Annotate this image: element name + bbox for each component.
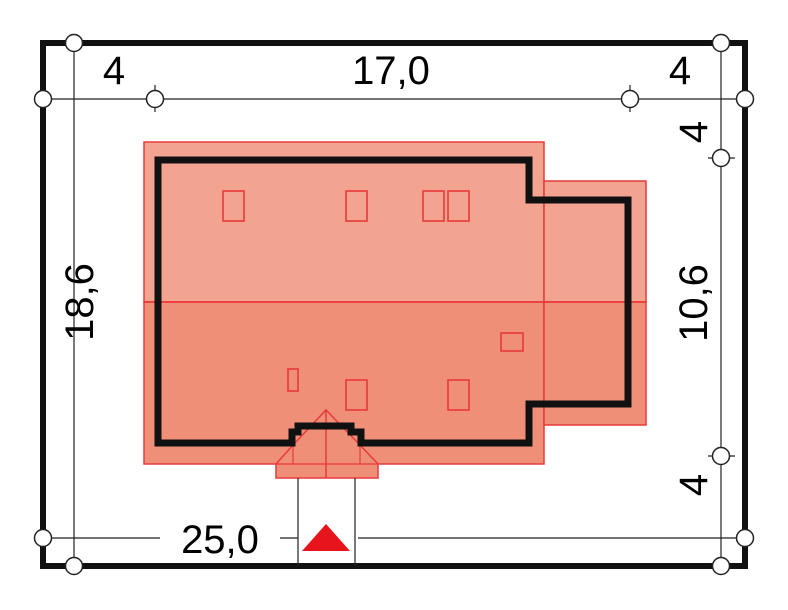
marker-circle [735, 528, 755, 548]
marker-circle [33, 89, 53, 109]
entrance-arrow-icon [302, 524, 350, 551]
dim-left-total: 18,6 [58, 263, 102, 341]
marker-circle [711, 33, 731, 53]
entrance-canopy [275, 408, 379, 479]
dim-right-middle: 10,6 [672, 264, 716, 342]
marker-circle [33, 528, 53, 548]
roof [143, 141, 647, 479]
roof-window [287, 368, 299, 392]
driveway [297, 478, 356, 566]
roof-window [222, 190, 245, 222]
dim-top-right: 4 [669, 49, 691, 93]
grid-markers [33, 33, 755, 576]
marker-circle [145, 89, 165, 109]
dim-bottom-total: 25,0 [181, 518, 259, 562]
marker-circle [64, 556, 84, 576]
marker-circle [620, 89, 640, 109]
building-outline [154, 156, 632, 447]
roof-window [345, 379, 368, 411]
marker-circle [711, 148, 731, 168]
dim-top-left: 4 [103, 49, 125, 93]
plot-border [40, 40, 748, 569]
dim-top-middle: 17,0 [352, 49, 430, 93]
marker-circle [735, 89, 755, 109]
roof-window [422, 190, 445, 222]
roof-window [345, 190, 368, 222]
dim-right-top: 4 [672, 121, 716, 143]
roof-window [447, 190, 470, 222]
dim-right-bottom: 4 [672, 474, 716, 496]
roof-windows [222, 190, 524, 411]
roof-window [447, 379, 470, 411]
roof-main-upper [143, 141, 545, 303]
marker-circle [711, 556, 731, 576]
roof-window [500, 332, 524, 352]
marker-circle [64, 33, 84, 53]
marker-circle [711, 446, 731, 466]
